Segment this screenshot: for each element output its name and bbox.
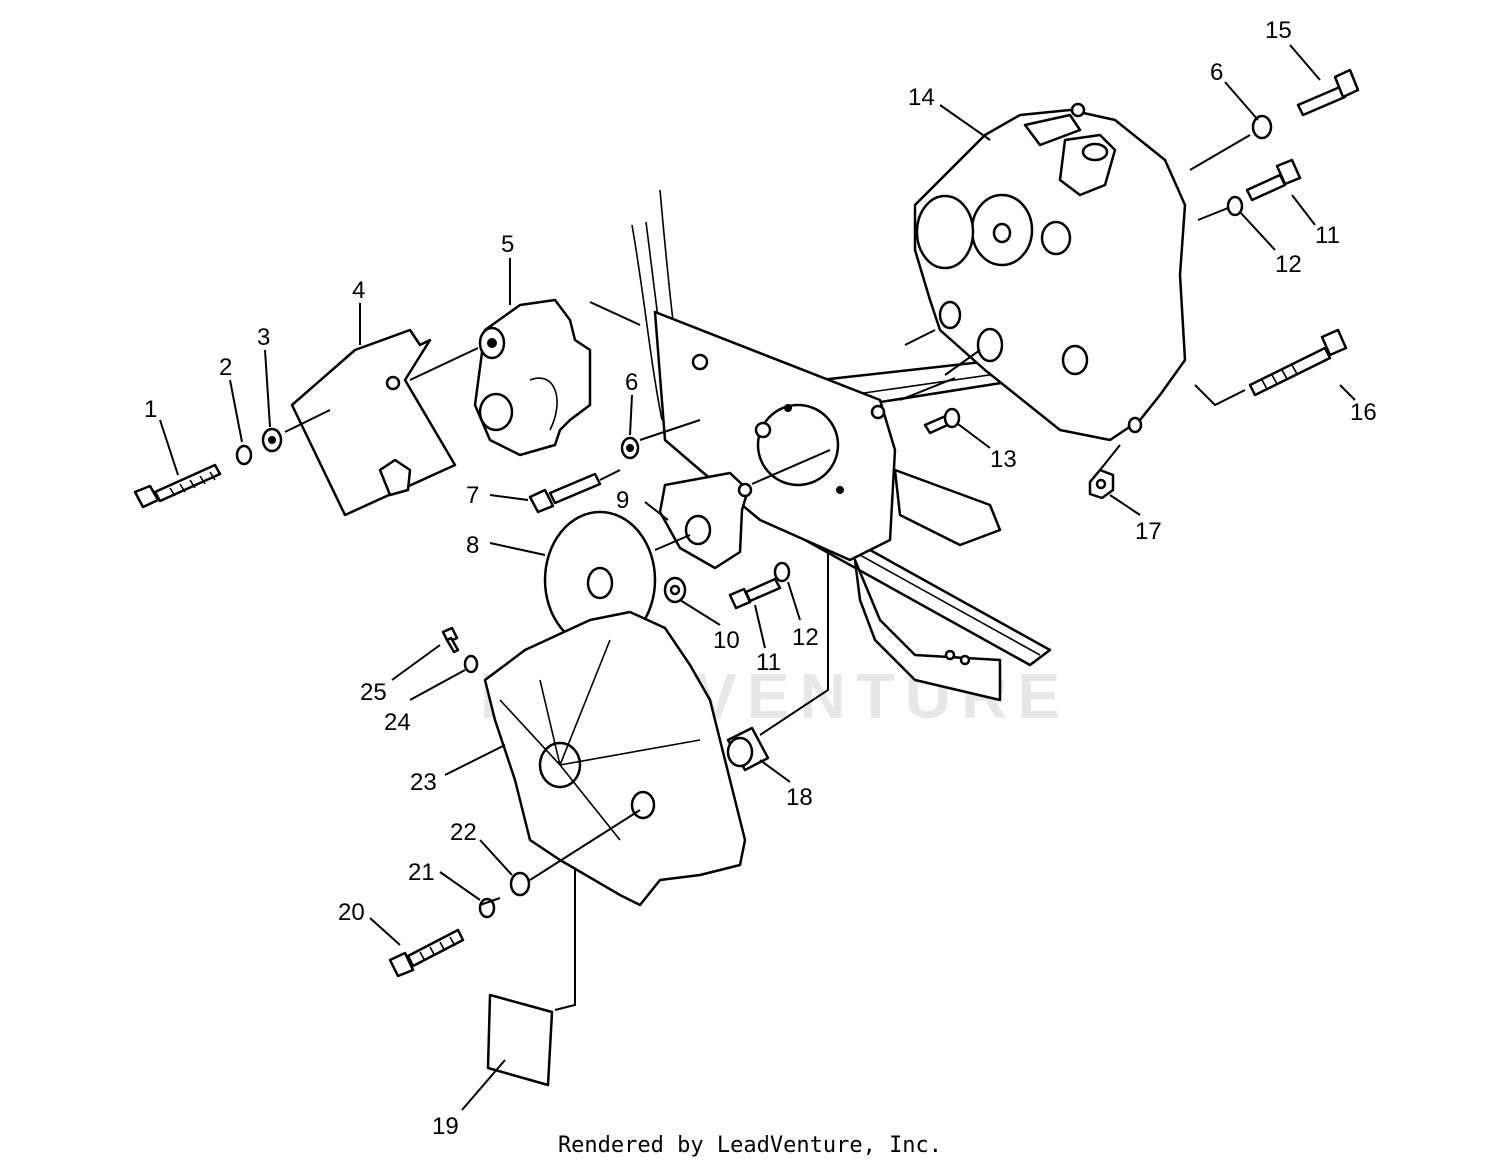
callout-12-right: 12 [1275,251,1302,278]
callout-labels: 1 2 3 4 5 6 7 8 9 10 11 12 13 14 15 6 11… [144,17,1377,1140]
motor-5 [473,298,592,457]
gearbox-14 [913,102,1187,442]
callout-21: 21 [408,859,435,886]
callout-18: 18 [786,784,813,811]
axle-bracket [853,468,1002,702]
lock-washer-12-center [773,561,791,583]
lock-washer-24 [463,654,479,674]
screw-25 [441,626,460,654]
nut-17 [1088,468,1115,500]
callout-4: 4 [352,277,365,304]
shoulder-bolt-7 [528,472,602,514]
callout-25: 25 [360,679,387,706]
bolt-11-right [1245,158,1302,202]
callout-22: 22 [450,819,477,846]
callout-11-center: 11 [756,649,781,676]
bolt-15 [1296,68,1360,117]
bolt-1 [133,463,222,509]
callout-16: 16 [1350,399,1377,426]
shield-plate-4 [290,328,457,517]
callout-13: 13 [990,446,1017,473]
belt-guard-23 [483,610,747,907]
callout-15: 15 [1265,17,1292,44]
callout-8: 8 [466,532,479,559]
callout-5: 5 [501,231,514,258]
callout-6a: 6 [625,369,638,396]
mounting-plate [653,310,897,562]
callout-19: 19 [432,1113,459,1140]
callout-1: 1 [144,396,157,423]
callout-7: 7 [466,482,479,509]
callout-23: 23 [410,769,437,796]
callout-14: 14 [908,84,935,111]
bolt-20 [388,928,465,978]
lock-washer-12-right [1226,195,1244,217]
washer-22 [509,871,531,897]
decal-19 [486,993,554,1087]
bolt-11-center [728,577,782,610]
callout-20: 20 [338,899,365,926]
callout-17: 17 [1135,518,1162,545]
callout-24: 24 [384,709,411,736]
credit-footer: Rendered by LeadVenture, Inc. [557,1133,943,1158]
callout-10: 10 [713,627,740,654]
callout-6b: 6 [1210,59,1223,86]
callout-9: 9 [616,487,629,514]
callout-3: 3 [257,324,270,351]
lock-washer-2 [235,444,253,466]
callout-leaders [159,44,1356,1111]
callout-2: 2 [219,354,232,381]
callout-11-right: 11 [1315,222,1340,249]
spacer-18 [726,726,770,772]
washer-6b [1251,114,1273,140]
bearing-plate-9 [658,471,753,570]
callout-12-center: 12 [792,624,819,651]
bolt-13 [923,407,961,435]
bolt-16 [1248,328,1348,397]
assembly-lines [284,134,1251,1011]
nut-10 [663,576,687,604]
